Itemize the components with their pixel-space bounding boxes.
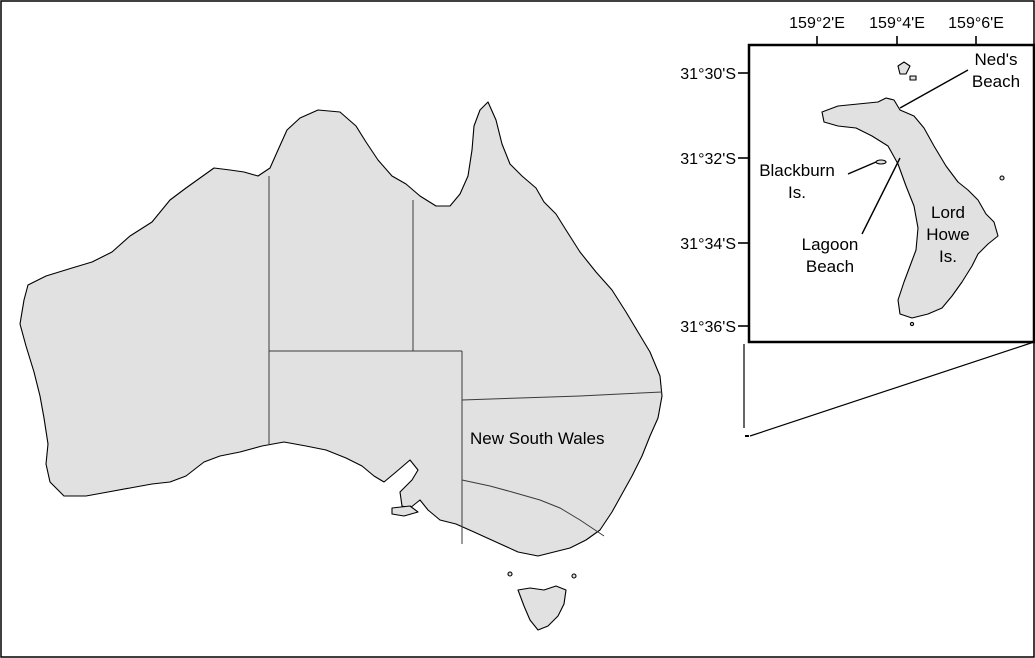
lon-tick-2: 159°4'E — [869, 15, 925, 32]
lat-tick-4: 31°36'S — [680, 319, 736, 336]
inset-connector-right — [749, 341, 1035, 437]
flinders-island — [571, 573, 577, 579]
inset-frame — [747, 43, 1035, 344]
neds-beach-leader — [899, 69, 969, 109]
lat-tick-3: 31°34'S — [680, 236, 736, 253]
lon-tick-1: 159°2'E — [789, 15, 845, 32]
lord-howe-label-1: Lord — [931, 203, 965, 222]
state-borders — [268, 176, 663, 544]
neds-beach-label-2: Beach — [972, 72, 1020, 91]
lord-howe-label-2: Howe — [926, 225, 969, 244]
blackburn-label-2: Is. — [788, 183, 806, 202]
lon-tick-3: 159°6'E — [948, 15, 1004, 32]
lord-howe-label-3: Is. — [939, 247, 957, 266]
bass-strait-island — [507, 571, 513, 577]
lat-tick-2: 31°32'S — [680, 151, 736, 168]
tasmania — [517, 585, 567, 631]
longitude-ticks: 159°2'E 159°4'E 159°6'E — [789, 15, 1004, 45]
neds-beach-label-1: Ned's — [975, 50, 1018, 69]
new-south-wales-label: New South Wales — [470, 429, 604, 448]
admiralty-islets — [897, 61, 911, 75]
lat-tick-1: 31°30'S — [680, 66, 736, 83]
kangaroo-island — [391, 505, 419, 517]
australia-mainland — [19, 101, 663, 557]
blackburn-leader — [847, 161, 877, 175]
blackburn-island — [875, 159, 887, 165]
latitude-ticks: 31°30'S 31°32'S 31°34'S 31°36'S — [680, 66, 749, 336]
lagoon-beach-leader — [861, 157, 901, 235]
islet-east — [999, 175, 1005, 181]
lagoon-beach-label-2: Beach — [806, 257, 854, 276]
blackburn-label-1: Blackburn — [759, 161, 835, 180]
admiralty-islet-small — [909, 75, 917, 81]
lagoon-beach-label-1: Lagoon — [802, 235, 859, 254]
lord-howe-island — [821, 97, 999, 319]
islet-south — [909, 321, 915, 327]
